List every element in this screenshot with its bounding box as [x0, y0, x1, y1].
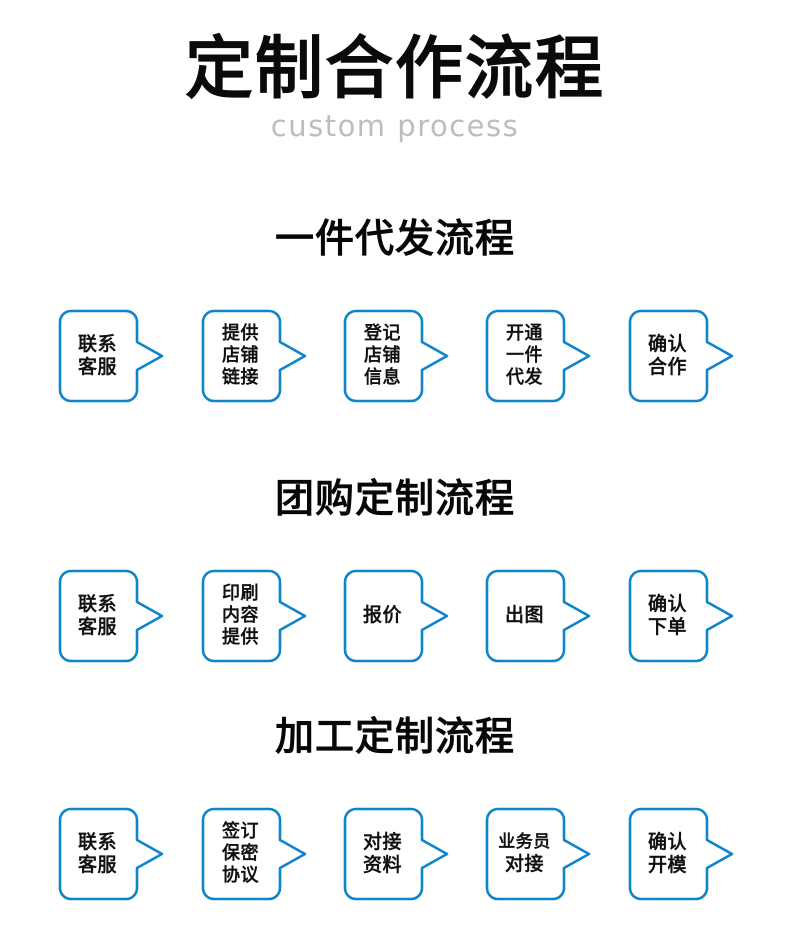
flow-step[interactable]: 报价 [343, 569, 453, 663]
flow-step[interactable]: 确认合作 [628, 309, 738, 403]
page-subtitle: custom process [270, 109, 520, 144]
flow-step[interactable]: 提供店铺链接 [201, 309, 311, 403]
flow-step[interactable]: 对接资料 [343, 807, 453, 901]
flow-step[interactable]: 签订保密协议 [201, 807, 311, 901]
flow-step-arrow-shape [58, 309, 164, 403]
flow-step-arrow-shape [628, 807, 734, 901]
section-heading: 加工定制流程 [274, 716, 515, 759]
flow-row: 联系客服签订保密协议对接资料业务员对接确认开模 [0, 807, 790, 907]
flow-step-arrow-shape [485, 309, 591, 403]
flow-step[interactable]: 联系客服 [58, 569, 168, 663]
flow-step[interactable]: 业务员对接 [485, 807, 595, 901]
flow-step-arrow-shape [485, 569, 591, 663]
flow-step[interactable]: 登记店铺信息 [343, 309, 453, 403]
flow-step[interactable]: 出图 [485, 569, 595, 663]
flow-step[interactable]: 联系客服 [58, 309, 168, 403]
flow-step[interactable]: 确认下单 [628, 569, 738, 663]
section-heading: 一件代发流程 [274, 218, 515, 261]
flow-row: 联系客服印刷内容提供报价出图确认下单 [0, 569, 790, 669]
flow-step-arrow-shape [58, 569, 164, 663]
flow-step-arrow-shape [343, 569, 449, 663]
section-dropshipping: 一件代发流程 联系客服提供店铺链接登记店铺信息开通一件代发确认合作 [0, 218, 790, 409]
section-group-buy: 团购定制流程 联系客服印刷内容提供报价出图确认下单 [0, 478, 790, 669]
flow-step-arrow-shape [343, 807, 449, 901]
flow-step-arrow-shape [201, 309, 307, 403]
flow-step-arrow-shape [628, 569, 734, 663]
flow-step-arrow-shape [201, 807, 307, 901]
flow-row: 联系客服提供店铺链接登记店铺信息开通一件代发确认合作 [0, 309, 790, 409]
flow-step-arrow-shape [485, 807, 591, 901]
page-header: 定制合作流程 custom process [0, 31, 790, 144]
flow-step[interactable]: 联系客服 [58, 807, 168, 901]
flow-step-arrow-shape [58, 807, 164, 901]
section-heading: 团购定制流程 [274, 478, 515, 521]
flow-step[interactable]: 开通一件代发 [485, 309, 595, 403]
flow-step-arrow-shape [628, 309, 734, 403]
section-manufacturing: 加工定制流程 联系客服签订保密协议对接资料业务员对接确认开模 [0, 716, 790, 907]
flow-step-arrow-shape [201, 569, 307, 663]
page-title: 定制合作流程 [184, 31, 605, 107]
flow-step[interactable]: 确认开模 [628, 807, 738, 901]
flow-step-arrow-shape [343, 309, 449, 403]
flow-step[interactable]: 印刷内容提供 [201, 569, 311, 663]
